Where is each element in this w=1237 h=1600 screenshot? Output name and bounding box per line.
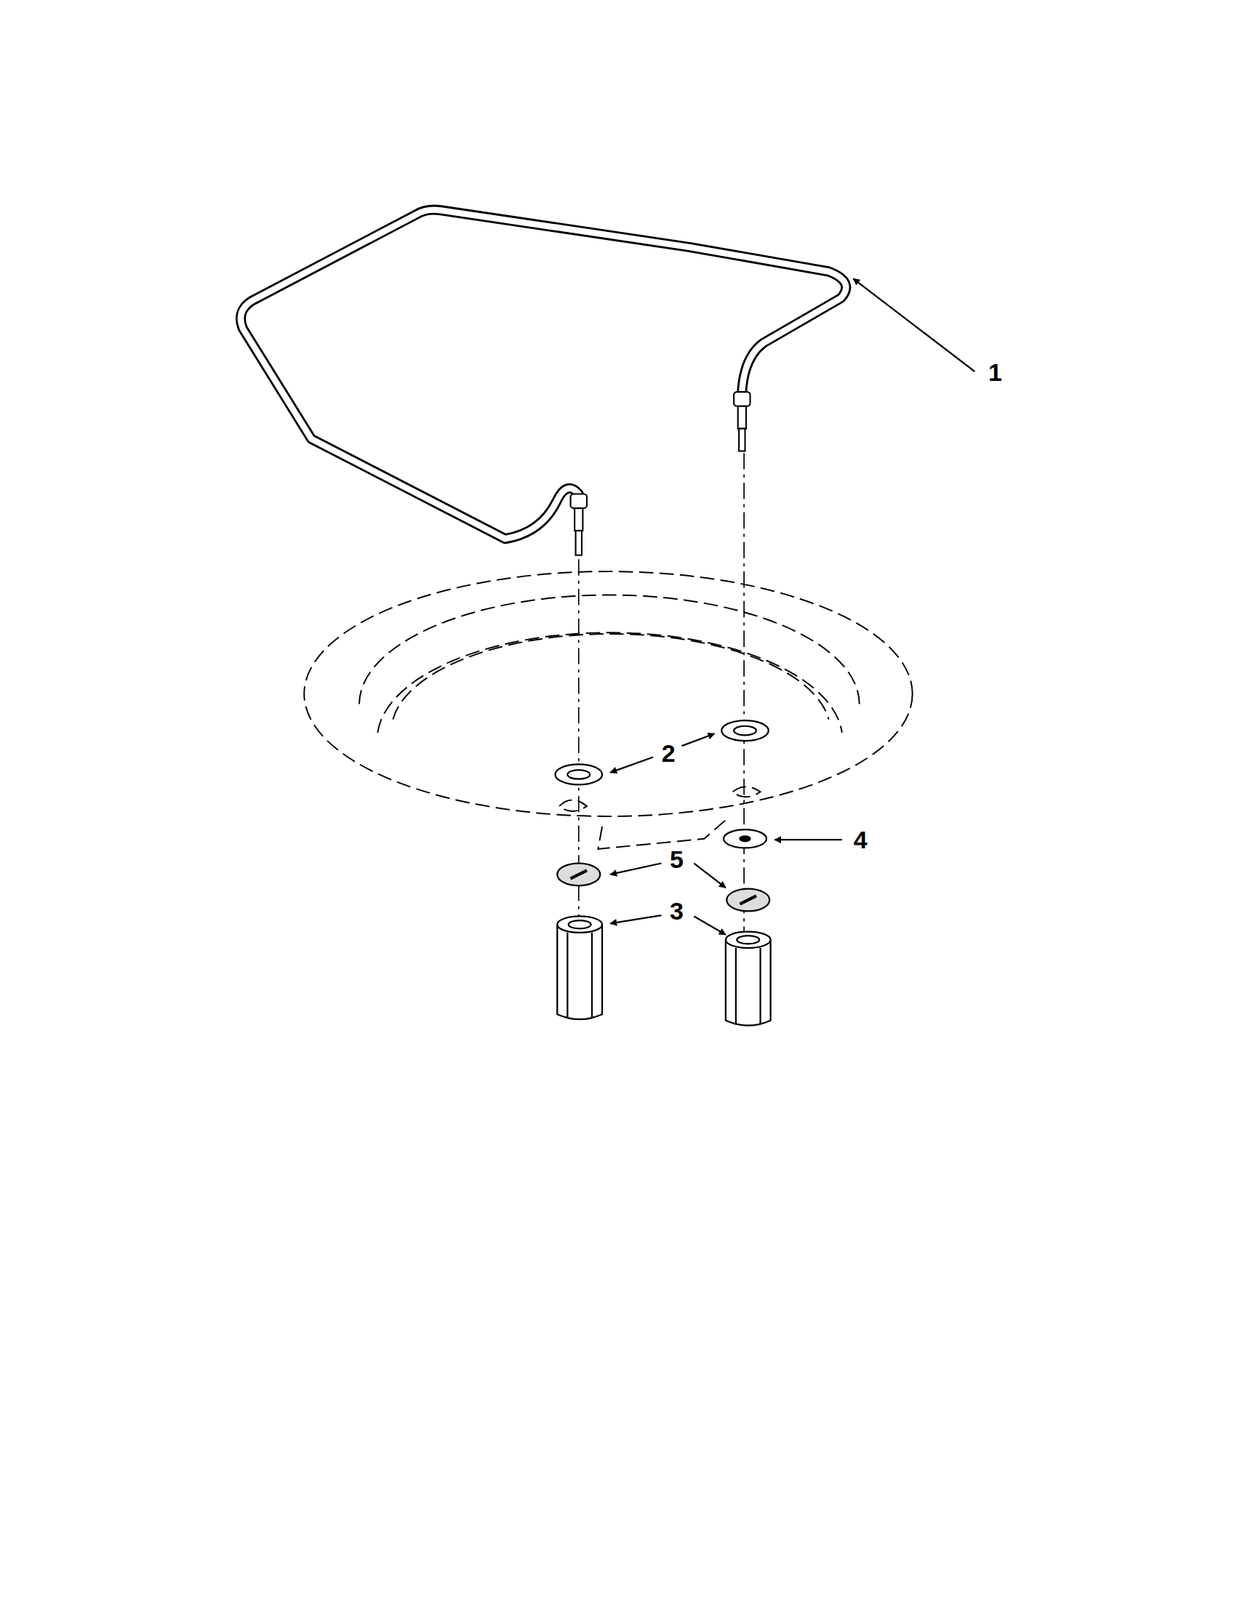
callout-number: 5 [668,846,686,873]
callout-number: 1 [986,359,1004,386]
hardware-parts [554,720,771,1027]
tub-outline [303,571,912,850]
callout-number: 2 [660,740,678,767]
heating-element [240,210,846,540]
callout-number: 4 [852,826,870,854]
element-terminals [570,391,751,556]
callout-number: 3 [668,898,686,925]
centre-lines [578,453,744,939]
leader-arrows [610,278,975,935]
